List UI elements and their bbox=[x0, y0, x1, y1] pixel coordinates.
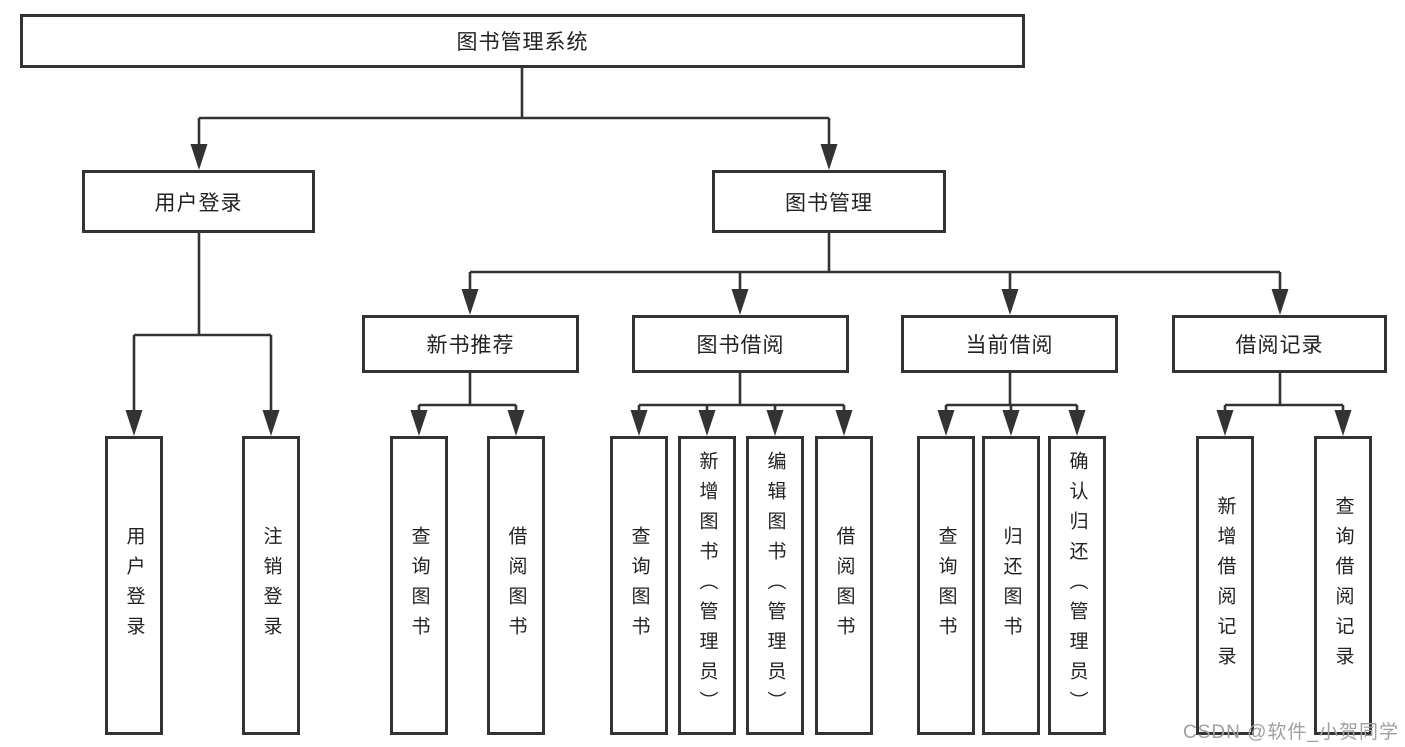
leaf-borrow-books-recommend: 借阅图书 bbox=[487, 436, 545, 735]
node-new-book-recommend: 新书推荐 bbox=[362, 315, 579, 373]
node-book-borrow: 图书借阅 bbox=[632, 315, 849, 373]
node-label: 注销登录 bbox=[260, 525, 282, 646]
leaf-query-borrow-record: 查询借阅记录 bbox=[1314, 436, 1372, 735]
node-label: 归还图书 bbox=[1000, 525, 1022, 646]
node-label: 确认归还（管理员） bbox=[1066, 450, 1088, 721]
leaf-borrow-books: 借阅图书 bbox=[815, 436, 873, 735]
node-label: 借阅图书 bbox=[505, 525, 527, 646]
node-user-login: 用户登录 bbox=[82, 170, 315, 233]
node-label: 图书借阅 bbox=[696, 334, 785, 357]
leaf-user-login: 用户登录 bbox=[105, 436, 163, 735]
node-borrow-records: 借阅记录 bbox=[1172, 315, 1387, 373]
node-label: 新书推荐 bbox=[426, 334, 515, 357]
node-label: 查询借阅记录 bbox=[1332, 495, 1354, 676]
leaf-add-borrow-record: 新增借阅记录 bbox=[1196, 436, 1254, 735]
node-label: 用户登录 bbox=[123, 525, 145, 646]
node-label: 用户登录 bbox=[154, 191, 243, 215]
node-label: 新增图书（管理员） bbox=[696, 450, 718, 721]
leaf-edit-book-admin: 编辑图书（管理员） bbox=[746, 436, 804, 735]
node-label: 编辑图书（管理员） bbox=[764, 450, 786, 721]
node-label: 查询图书 bbox=[408, 525, 430, 646]
node-label: 查询图书 bbox=[935, 525, 957, 646]
leaf-query-books-borrow: 查询图书 bbox=[610, 436, 668, 735]
node-label: 图书管理 bbox=[785, 191, 873, 215]
node-root-system: 图书管理系统 bbox=[20, 14, 1025, 68]
node-label: 查询图书 bbox=[628, 525, 650, 646]
leaf-query-books-current: 查询图书 bbox=[917, 436, 975, 735]
csdn-watermark: CSDN @软件_小贺同学 bbox=[1183, 722, 1399, 743]
node-label: 借阅图书 bbox=[833, 525, 855, 646]
node-label: 图书管理系统 bbox=[456, 31, 589, 54]
node-label: 当前借阅 bbox=[965, 334, 1054, 357]
leaf-confirm-return-admin: 确认归还（管理员） bbox=[1048, 436, 1106, 735]
node-book-management: 图书管理 bbox=[712, 170, 946, 233]
node-current-borrow: 当前借阅 bbox=[901, 315, 1118, 373]
leaf-return-books: 归还图书 bbox=[982, 436, 1040, 735]
node-label: 新增借阅记录 bbox=[1214, 495, 1236, 676]
leaf-add-book-admin: 新增图书（管理员） bbox=[678, 436, 736, 735]
leaf-logout: 注销登录 bbox=[242, 436, 300, 735]
node-label: 借阅记录 bbox=[1235, 334, 1324, 357]
leaf-query-books-recommend: 查询图书 bbox=[390, 436, 448, 735]
